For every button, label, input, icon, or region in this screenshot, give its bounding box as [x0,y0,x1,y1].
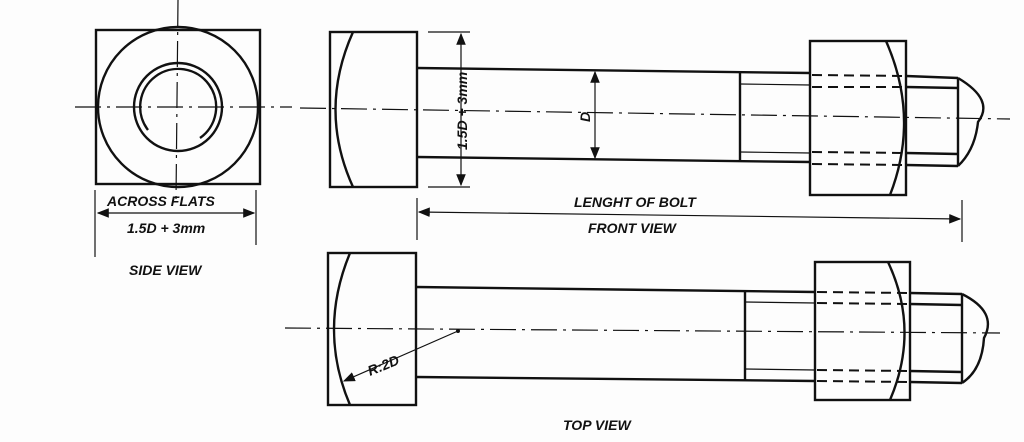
bolt-dome-end [957,76,985,167]
side-view: ACROSS FLATS 1.5D + 3mm SIDE VIEW [75,0,292,278]
diameter-label: D [577,112,593,122]
across-flats-value: 1.5D + 3mm [127,220,205,236]
nut-top [813,260,912,402]
head-arc-top [332,252,352,406]
head-height-label: 1.5D + 3mm [454,72,470,150]
across-flats-label: ACROSS FLATS [106,193,216,209]
radius-leader [342,330,459,382]
nut-chamfer-arc [884,40,906,196]
bolt-length-dimension [417,207,962,224]
bolt-length-label: LENGHT OF BOLT [574,194,697,210]
bolt-head [328,30,419,189]
front-center-line [299,107,1011,120]
top-view: R:2D TOP VIEW [284,251,1001,433]
center-line-v [175,0,179,201]
thread-root-arc [138,67,218,139]
radius-label: R:2D [365,352,401,379]
side-view-title: SIDE VIEW [129,262,203,278]
head-chamfer-arc [334,31,355,188]
front-view-title: FRONT VIEW [588,220,678,236]
nut-front [808,39,908,197]
front-view: 1.5D + 3mm D LENGHT OF BOLT FRONT VIEW [299,30,1011,242]
top-view-title: TOP VIEW [563,417,632,433]
top-center-line [284,327,1001,334]
